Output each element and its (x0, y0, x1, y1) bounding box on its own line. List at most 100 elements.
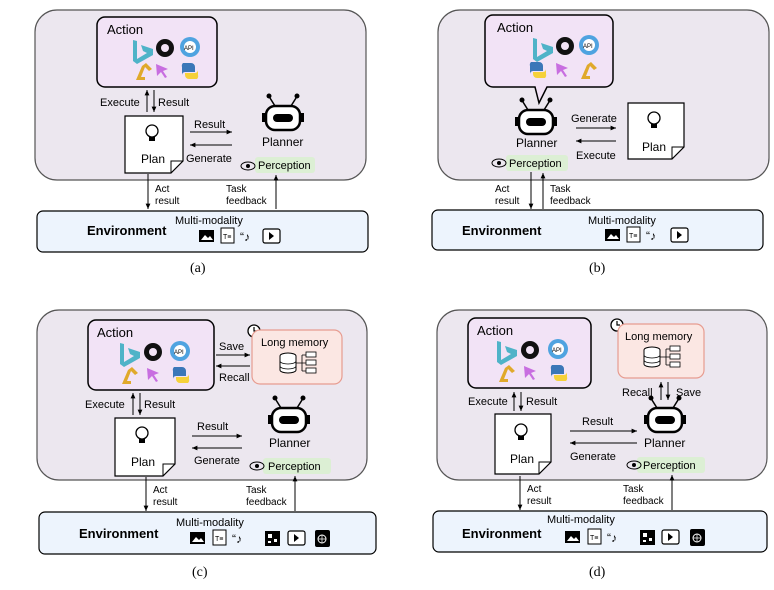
python-icon (172, 367, 186, 379)
panel-b: Action API Planner Generate Execute (431, 9, 770, 276)
act-result-label: result (495, 196, 520, 207)
tool-icons: API (119, 341, 190, 384)
perception-label: Perception (268, 461, 321, 473)
caption: (d) (589, 565, 606, 580)
generate-label: Generate (194, 455, 240, 467)
action-title: Action (107, 22, 143, 37)
act-label: Act (495, 184, 510, 195)
tool-icons: API (133, 37, 200, 80)
task-feedback-label: feedback (226, 196, 268, 207)
planner-label: Planner (516, 136, 557, 150)
task-label: Task (246, 485, 268, 496)
database-icon (279, 351, 317, 374)
generate-label: Generate (186, 153, 232, 165)
eye-icon (240, 161, 256, 171)
perception-label: Perception (258, 160, 311, 172)
planner-robot-icon (644, 395, 686, 434)
perception-box (506, 155, 568, 171)
generate-label: Generate (570, 451, 616, 463)
planner-label: Planner (269, 436, 310, 450)
action-title: Action (477, 323, 513, 338)
bing-icon (133, 40, 153, 64)
save-label: Save (676, 387, 701, 399)
result-label-top: Result (144, 399, 175, 411)
svg-text:API: API (184, 46, 194, 52)
plan-doc (494, 413, 552, 475)
plan-label: Plan (642, 140, 666, 154)
action-title: Action (97, 325, 133, 340)
tool-icons: API (496, 339, 568, 382)
svg-text:T≡: T≡ (629, 233, 637, 240)
image-icon (190, 532, 205, 544)
perception-label: Perception (509, 158, 562, 170)
act-result-label: result (527, 496, 552, 507)
lightbulb-icon (135, 426, 149, 443)
plan-label: Plan (510, 452, 534, 466)
svg-text:T≡: T≡ (223, 234, 231, 241)
multimodality-label: Multi-modality (588, 215, 656, 227)
cursor-icon (147, 368, 159, 382)
bing-icon (497, 341, 517, 365)
act-label: Act (153, 485, 168, 496)
long-memory-box (251, 329, 343, 385)
modality-icons: T≡ “♪ (190, 529, 330, 547)
generate-label: Generate (571, 113, 617, 125)
plan-doc (627, 102, 685, 160)
long-memory-label: Long memory (625, 331, 693, 343)
plan-label: Plan (131, 455, 155, 469)
perception-box (637, 457, 705, 473)
caption: (a) (190, 261, 206, 276)
svg-text:API: API (174, 350, 184, 356)
plan-doc (124, 115, 184, 174)
caption: (b) (589, 261, 606, 276)
tool-icons: API (529, 35, 599, 79)
save-label: Save (219, 341, 244, 353)
action-title: Action (497, 20, 533, 35)
result-label-mid: Result (582, 416, 613, 428)
environment-label: Environment (79, 526, 159, 541)
audio-icon: “♪ (607, 531, 617, 545)
action-speech-bubble (484, 14, 614, 106)
plan-doc (114, 417, 176, 477)
image-icon (605, 229, 620, 241)
result-label-mid: Result (197, 421, 228, 433)
qr-code-icon (640, 530, 655, 545)
execute-label: Execute (100, 97, 140, 109)
svg-text:T≡: T≡ (590, 535, 598, 542)
task-label: Task (623, 484, 645, 495)
plan-label: Plan (141, 152, 165, 166)
cursor-icon (524, 366, 536, 380)
audio-icon: “♪ (646, 229, 656, 243)
multimodality-label: Multi-modality (547, 514, 615, 526)
robot-arm-icon (578, 62, 597, 79)
lightbulb-icon (514, 423, 528, 440)
eye-icon (626, 460, 642, 470)
act-result-label: result (153, 497, 178, 508)
audio-icon: “♪ (240, 230, 250, 244)
planner-label: Planner (262, 135, 303, 149)
bing-icon (533, 38, 553, 62)
environment-label: Environment (87, 223, 167, 238)
panel-a: Action API Execute Result Plan Result Ge… (34, 9, 369, 276)
planner-label: Planner (644, 436, 685, 450)
python-icon (550, 365, 564, 377)
task-feedback-label: feedback (623, 496, 665, 507)
python-icon (529, 62, 543, 74)
panel-d: Action API Long memory Recall (432, 309, 768, 580)
caption: (c) (192, 565, 208, 580)
multimodality-label: Multi-modality (176, 517, 244, 529)
task-feedback-label: feedback (550, 196, 592, 207)
planner-robot-icon (262, 93, 304, 132)
svg-text:API: API (583, 44, 593, 50)
planner-robot-icon (515, 97, 557, 136)
environment-label: Environment (462, 526, 542, 541)
execute-label: Execute (85, 399, 125, 411)
result-label-top: Result (526, 396, 557, 408)
modality-icons: T≡ “♪ (605, 226, 689, 243)
execute-label: Execute (468, 396, 508, 408)
lightbulb-icon (145, 124, 159, 141)
planner-robot-icon (268, 395, 310, 434)
text-doc-icon (212, 529, 227, 546)
result-label-mid: Result (194, 119, 225, 131)
